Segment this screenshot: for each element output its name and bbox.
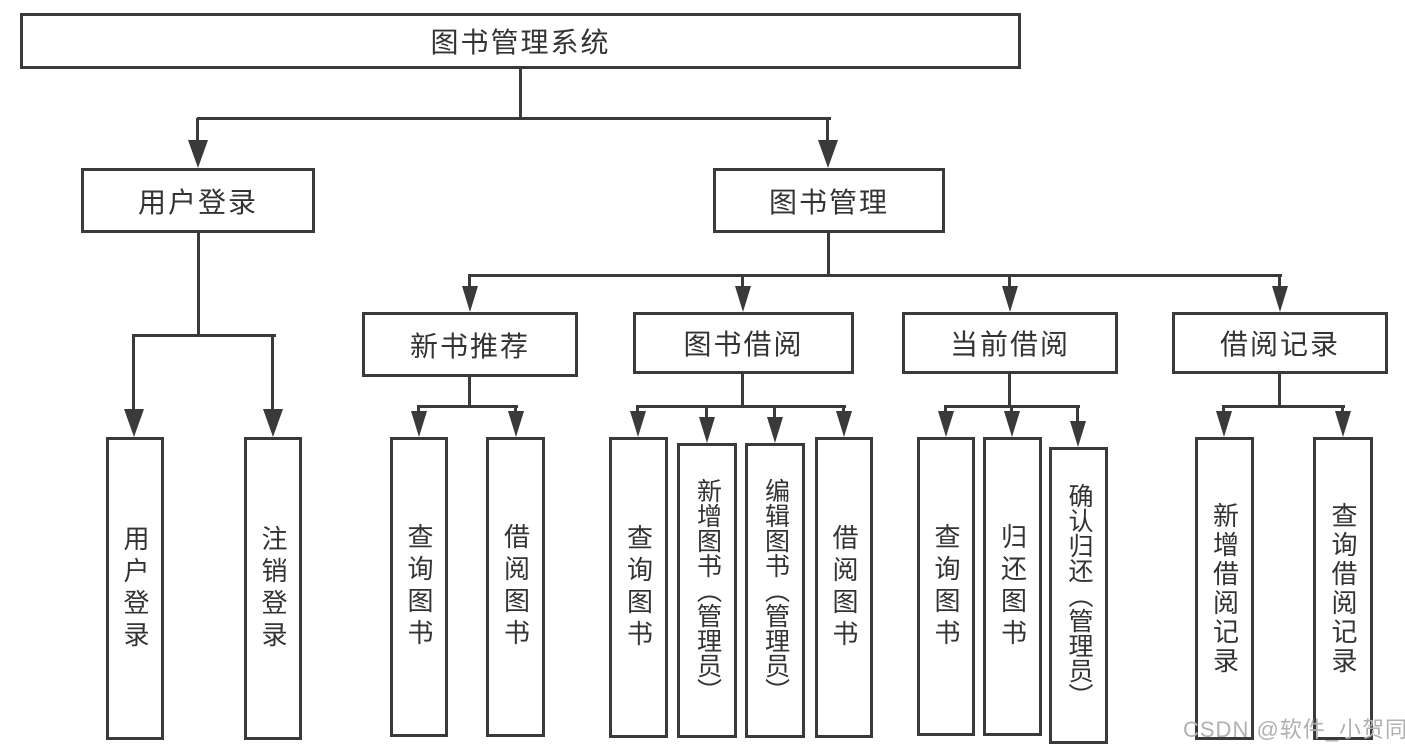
arrow-down-icon xyxy=(1070,421,1086,450)
node-leaf-add-books-admin: 新增图书（管理员） xyxy=(677,443,737,738)
connector-line xyxy=(132,334,135,413)
node-leaf-add-borrow-record-label: 新增借阅记录 xyxy=(1209,501,1240,676)
node-leaf-borrow-query-books-label: 查询图书 xyxy=(623,523,654,652)
node-leaf-logout-label: 注销登录 xyxy=(258,524,288,653)
node-leaf-recommend-query-books-label: 查询图书 xyxy=(404,523,434,651)
arrow-down-icon xyxy=(836,411,852,440)
node-book-management-label: 图书管理 xyxy=(768,186,889,218)
node-leaf-user-login: 用户登录 xyxy=(106,437,164,740)
node-leaf-edit-books-admin-label: 编辑图书（管理员） xyxy=(761,478,790,703)
node-leaf-query-borrow-record: 查询借阅记录 xyxy=(1313,437,1373,740)
connector-line xyxy=(271,334,274,413)
node-book-borrow: 图书借阅 xyxy=(633,312,854,374)
node-current-borrow-label: 当前借阅 xyxy=(949,329,1070,360)
connector-line xyxy=(469,274,1282,277)
connector-line xyxy=(827,232,830,277)
arrow-down-icon xyxy=(938,411,954,440)
connector-line xyxy=(944,405,947,415)
node-leaf-confirm-return-admin-label: 确认归还（管理员） xyxy=(1065,483,1093,708)
connector-line xyxy=(1008,374,1011,408)
connector-line xyxy=(741,274,744,290)
node-user-login: 用户登录 xyxy=(81,168,315,233)
node-new-book-recommend: 新书推荐 xyxy=(362,312,578,377)
arrow-down-icon xyxy=(411,411,427,440)
connector-line xyxy=(519,68,522,120)
arrow-down-icon xyxy=(630,411,646,440)
connector-line xyxy=(1076,405,1079,425)
connector-line xyxy=(417,405,420,415)
node-leaf-recommend-borrow-books-label: 借阅图书 xyxy=(500,523,531,651)
connector-line xyxy=(636,405,639,415)
connector-line xyxy=(418,405,518,408)
arrow-down-icon xyxy=(1004,411,1020,440)
node-leaf-borrow-borrow-books: 借阅图书 xyxy=(815,437,873,738)
node-leaf-current-query-books-label: 查询图书 xyxy=(931,522,961,651)
node-book-borrow-label: 图书借阅 xyxy=(683,329,804,360)
node-leaf-return-books: 归还图书 xyxy=(983,437,1042,736)
node-leaf-user-login-label: 用户登录 xyxy=(120,524,150,653)
node-leaf-logout: 注销登录 xyxy=(244,437,302,740)
node-borrow-records-label: 借阅记录 xyxy=(1219,329,1340,360)
node-library-system: 图书管理系统 xyxy=(20,13,1021,69)
node-leaf-borrow-query-books: 查询图书 xyxy=(609,437,668,738)
node-leaf-query-borrow-record-label: 查询借阅记录 xyxy=(1328,501,1358,676)
node-library-system-label: 图书管理系统 xyxy=(430,27,611,58)
node-leaf-borrow-borrow-books-label: 借阅图书 xyxy=(829,523,859,652)
connector-line xyxy=(133,334,276,337)
node-leaf-return-books-label: 归还图书 xyxy=(997,522,1028,651)
connector-line xyxy=(1341,405,1344,415)
connector-line xyxy=(468,377,471,408)
arrow-down-icon xyxy=(735,286,751,315)
node-user-login-label: 用户登录 xyxy=(137,186,258,218)
connector-line xyxy=(1223,405,1345,408)
arrow-down-icon xyxy=(263,409,283,440)
arrow-down-icon xyxy=(1272,286,1288,315)
arrow-down-icon xyxy=(1002,286,1018,315)
connector-line xyxy=(773,405,776,421)
node-leaf-current-query-books: 查询图书 xyxy=(917,437,975,736)
connector-line xyxy=(196,118,199,144)
connector-line xyxy=(826,118,829,144)
arrow-down-icon xyxy=(508,411,524,440)
arrow-down-icon xyxy=(124,409,144,440)
node-leaf-add-books-admin-label: 新增图书（管理员） xyxy=(693,478,722,703)
connector-line xyxy=(197,117,831,120)
arrow-down-icon xyxy=(462,286,478,315)
node-new-book-recommend-label: 新书推荐 xyxy=(409,330,530,362)
connector-line xyxy=(1222,405,1225,415)
watermark: CSDN @软件_小贺同学 xyxy=(1183,717,1405,742)
node-leaf-add-borrow-record: 新增借阅记录 xyxy=(1195,437,1254,740)
connector-line xyxy=(197,232,200,337)
connector-line xyxy=(1278,374,1281,408)
connector-line xyxy=(637,405,846,408)
arrow-down-icon xyxy=(767,417,783,446)
node-book-management: 图书管理 xyxy=(713,168,945,233)
connector-line xyxy=(842,405,845,415)
arrow-down-icon xyxy=(188,140,208,171)
arrow-down-icon xyxy=(1216,411,1232,440)
node-borrow-records: 借阅记录 xyxy=(1172,312,1388,374)
node-leaf-recommend-borrow-books: 借阅图书 xyxy=(486,437,545,737)
connector-line xyxy=(1278,274,1281,290)
connector-line xyxy=(1008,274,1011,290)
connector-line xyxy=(705,405,708,421)
node-leaf-recommend-query-books: 查询图书 xyxy=(390,437,448,737)
node-leaf-edit-books-admin: 编辑图书（管理员） xyxy=(745,443,805,738)
connector-line xyxy=(1010,405,1013,415)
node-leaf-confirm-return-admin: 确认归还（管理员） xyxy=(1049,447,1108,744)
arrow-down-icon xyxy=(699,417,715,446)
connector-line xyxy=(514,405,517,415)
arrow-down-icon xyxy=(818,140,838,171)
node-current-borrow: 当前借阅 xyxy=(902,312,1118,374)
connector-line xyxy=(468,274,471,290)
connector-line xyxy=(741,374,744,408)
arrow-down-icon xyxy=(1335,411,1351,440)
